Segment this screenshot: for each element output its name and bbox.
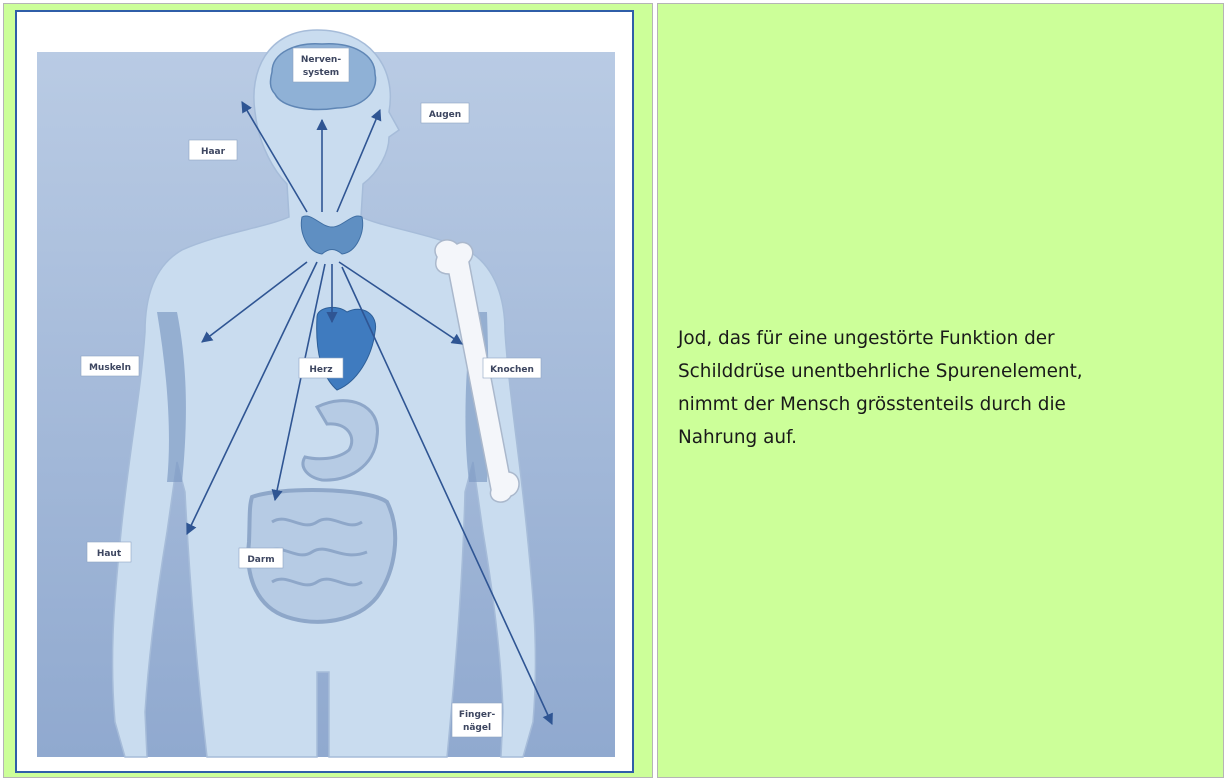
label-eyes: Augen — [421, 103, 469, 123]
label-muscles: Muskeln — [81, 356, 139, 376]
label-intestine: Darm — [239, 548, 283, 568]
label-hair-text: Haar — [201, 147, 226, 157]
label-heart: Herz — [299, 358, 343, 378]
label-muscles-text: Muskeln — [89, 363, 131, 373]
label-skin-text: Haut — [97, 549, 122, 559]
label-heart-text: Herz — [309, 365, 332, 375]
label-bones: Knochen — [483, 358, 541, 378]
text-cell: Jod, das für eine ungestörte Funktion de… — [657, 3, 1224, 778]
label-nervous-system-line1: Nerven- — [301, 55, 341, 65]
label-nails-line2: nägel — [463, 723, 491, 733]
label-intestine-text: Darm — [247, 555, 274, 565]
label-nails: Finger- nägel — [452, 703, 502, 737]
thyroid-iodine-illustration: Nerven- system Augen Haar Muskeln — [15, 10, 634, 773]
label-eyes-text: Augen — [429, 110, 461, 120]
label-nervous-system: Nerven- system — [293, 48, 349, 82]
label-skin: Haut — [87, 542, 131, 562]
figure-cell: Nerven- system Augen Haar Muskeln — [3, 3, 653, 778]
label-nervous-system-line2: system — [303, 68, 339, 78]
iodine-paragraph: Jod, das für eine ungestörte Funktion de… — [678, 322, 1198, 454]
label-nails-line1: Finger- — [459, 710, 496, 720]
body-diagram: Nerven- system Augen Haar Muskeln — [17, 12, 632, 771]
label-bones-text: Knochen — [490, 365, 534, 375]
label-hair: Haar — [189, 140, 237, 160]
